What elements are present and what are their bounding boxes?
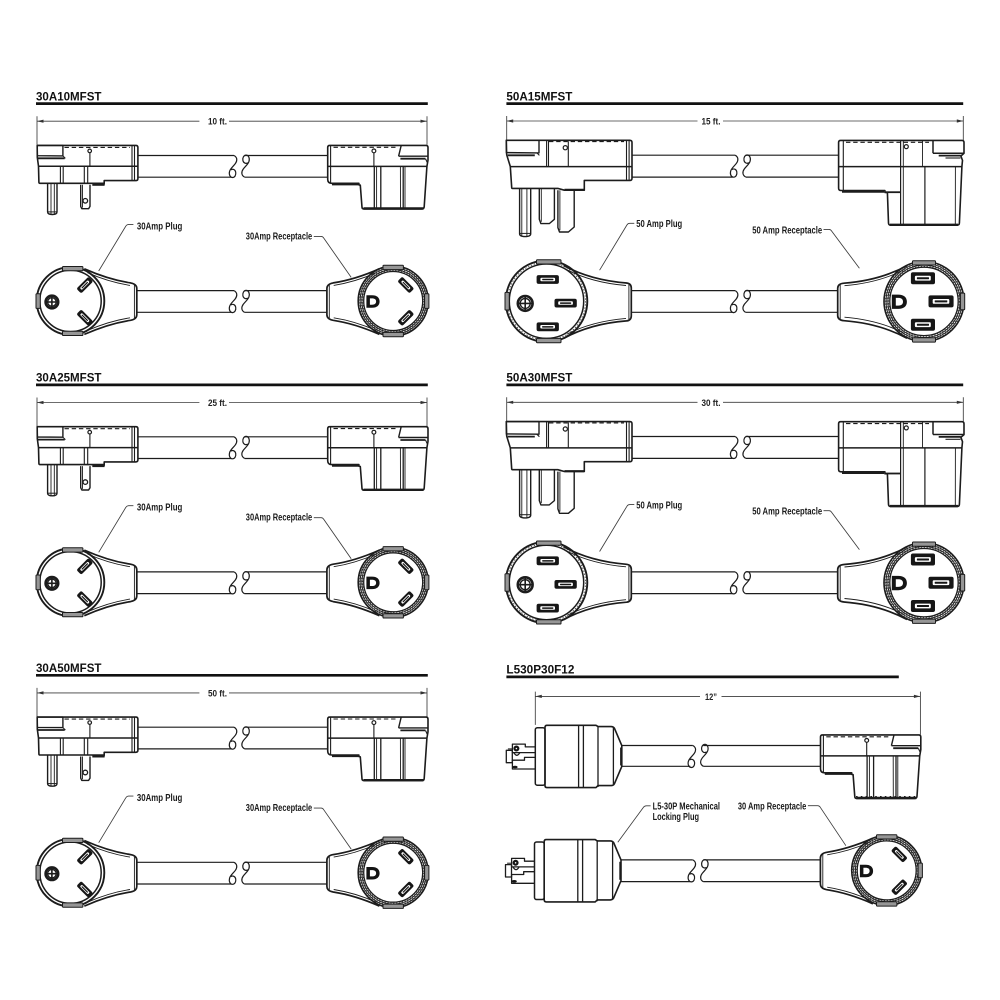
svg-text:L530P30F12: L530P30F12: [506, 662, 574, 676]
svg-text:30A50MFST: 30A50MFST: [36, 661, 102, 675]
svg-text:30 Amp Receptacle: 30 Amp Receptacle: [738, 802, 807, 813]
svg-text:12”: 12”: [705, 692, 717, 702]
svg-text:30 ft.: 30 ft.: [702, 398, 721, 408]
svg-text:10 ft.: 10 ft.: [208, 117, 227, 127]
svg-text:25 ft.: 25 ft.: [208, 398, 227, 408]
svg-text:L5-30P Mechanical: L5-30P Mechanical: [653, 802, 721, 813]
svg-text:50 ft.: 50 ft.: [208, 688, 227, 698]
svg-text:30A10MFST: 30A10MFST: [36, 89, 102, 103]
svg-text:Locking Plug: Locking Plug: [653, 812, 699, 823]
svg-text:30A25MFST: 30A25MFST: [36, 371, 102, 385]
svg-text:15 ft.: 15 ft.: [702, 117, 721, 127]
svg-text:50A15MFST: 50A15MFST: [506, 89, 573, 103]
svg-text:50A30MFST: 50A30MFST: [506, 371, 573, 385]
